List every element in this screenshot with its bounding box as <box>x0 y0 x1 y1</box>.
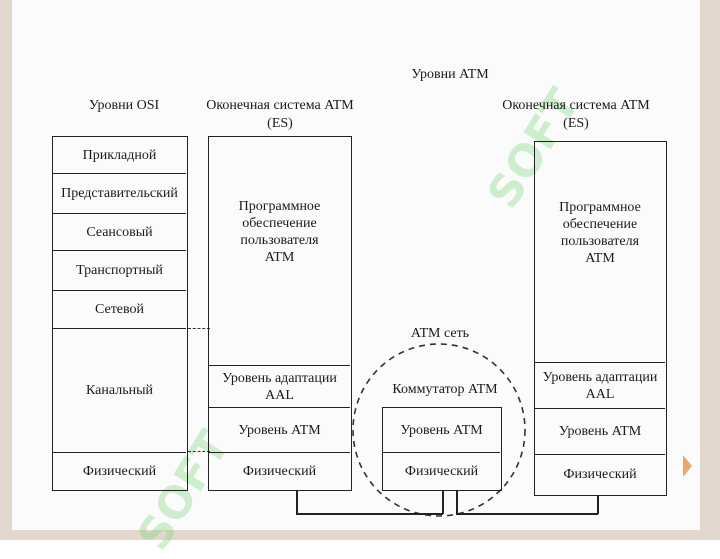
es-right-aal-line: AAL <box>585 386 615 402</box>
osi-layer-application: Прикладной <box>82 147 157 163</box>
osi-layer-physical: Физический <box>53 452 186 489</box>
es-right-aal-line: Уровень адаптации <box>542 369 658 385</box>
es-left-abbr: (ES) <box>267 116 293 131</box>
dashed-connector <box>188 451 210 452</box>
osi-layer-datalink: Канальный <box>53 328 186 452</box>
osi-layer-transport: Транспортный <box>53 250 186 290</box>
es-right-user-software-line: обеспечение <box>562 217 638 232</box>
es-left-aal-layer: Уровень адаптации AAL <box>209 365 350 407</box>
physical-link-right <box>597 496 599 514</box>
es-left-user-software-line: ATM <box>264 250 295 265</box>
es-left-user-software-line: Программное <box>238 199 321 214</box>
dashed-connector <box>188 328 210 329</box>
physical-link-left <box>296 491 298 514</box>
es-right-user-software: Программное обеспечение пользователя ATM <box>535 142 665 362</box>
atm-switch-label: Коммутатор ATM <box>392 382 498 397</box>
atm-network-label: ATM сеть <box>410 326 470 341</box>
osi-stack: Прикладной Представительский Сеансовый Т… <box>52 136 188 491</box>
es-left-atm-layer: Уровень ATM <box>209 407 350 452</box>
es-right-title: Оконечная система ATM <box>502 98 650 113</box>
es-left-stack: Программное обеспечение пользователя ATM… <box>208 136 352 491</box>
es-right-aal-layer: Уровень адаптации AAL <box>535 362 665 408</box>
physical-link-right <box>456 513 598 515</box>
es-left-user-software: Программное обеспечение пользователя ATM <box>209 137 350 365</box>
es-right-atm-layer: Уровень ATM <box>535 408 665 454</box>
osi-levels-label: Уровни OSI <box>88 98 160 113</box>
es-left-aal-line: Уровень адаптации <box>222 370 337 386</box>
atm-network-boundary <box>352 343 526 517</box>
es-left-user-software-line: пользователя <box>240 233 319 248</box>
es-right-user-software-line: ATM <box>585 251 615 266</box>
diagram-paper <box>12 0 700 530</box>
es-left-physical-layer: Физический <box>209 452 350 489</box>
es-right-user-software-line: пользователя <box>560 234 640 249</box>
slide-bottom-border <box>0 530 720 540</box>
slide-left-border <box>0 0 12 540</box>
switch-stack: Уровень ATM Физический <box>382 407 502 491</box>
es-right-physical-layer: Физический <box>535 454 665 494</box>
es-left-title: Оконечная система ATM <box>206 98 354 113</box>
es-right-abbr: (ES) <box>563 116 589 131</box>
physical-link-left <box>442 491 444 514</box>
osi-layer-presentation: Представительский <box>53 173 186 213</box>
es-left-aal-line: AAL <box>265 387 294 403</box>
es-left-user-software-line: обеспечение <box>242 216 317 231</box>
switch-physical-layer: Физический <box>383 452 500 489</box>
osi-layer-session: Сеансовый <box>53 213 186 250</box>
es-right-user-software-line: Программное <box>559 200 641 215</box>
slide-right-border <box>700 0 720 540</box>
physical-link-left <box>296 513 443 515</box>
atm-levels-label: Уровни ATM <box>411 67 489 82</box>
physical-link-right <box>456 491 458 514</box>
switch-atm-layer: Уровень ATM <box>400 422 483 438</box>
next-slide-arrow-icon[interactable] <box>683 455 692 477</box>
osi-layer-network: Сетевой <box>53 290 186 328</box>
es-right-stack: Программное обеспечение пользователя ATM… <box>534 141 667 496</box>
